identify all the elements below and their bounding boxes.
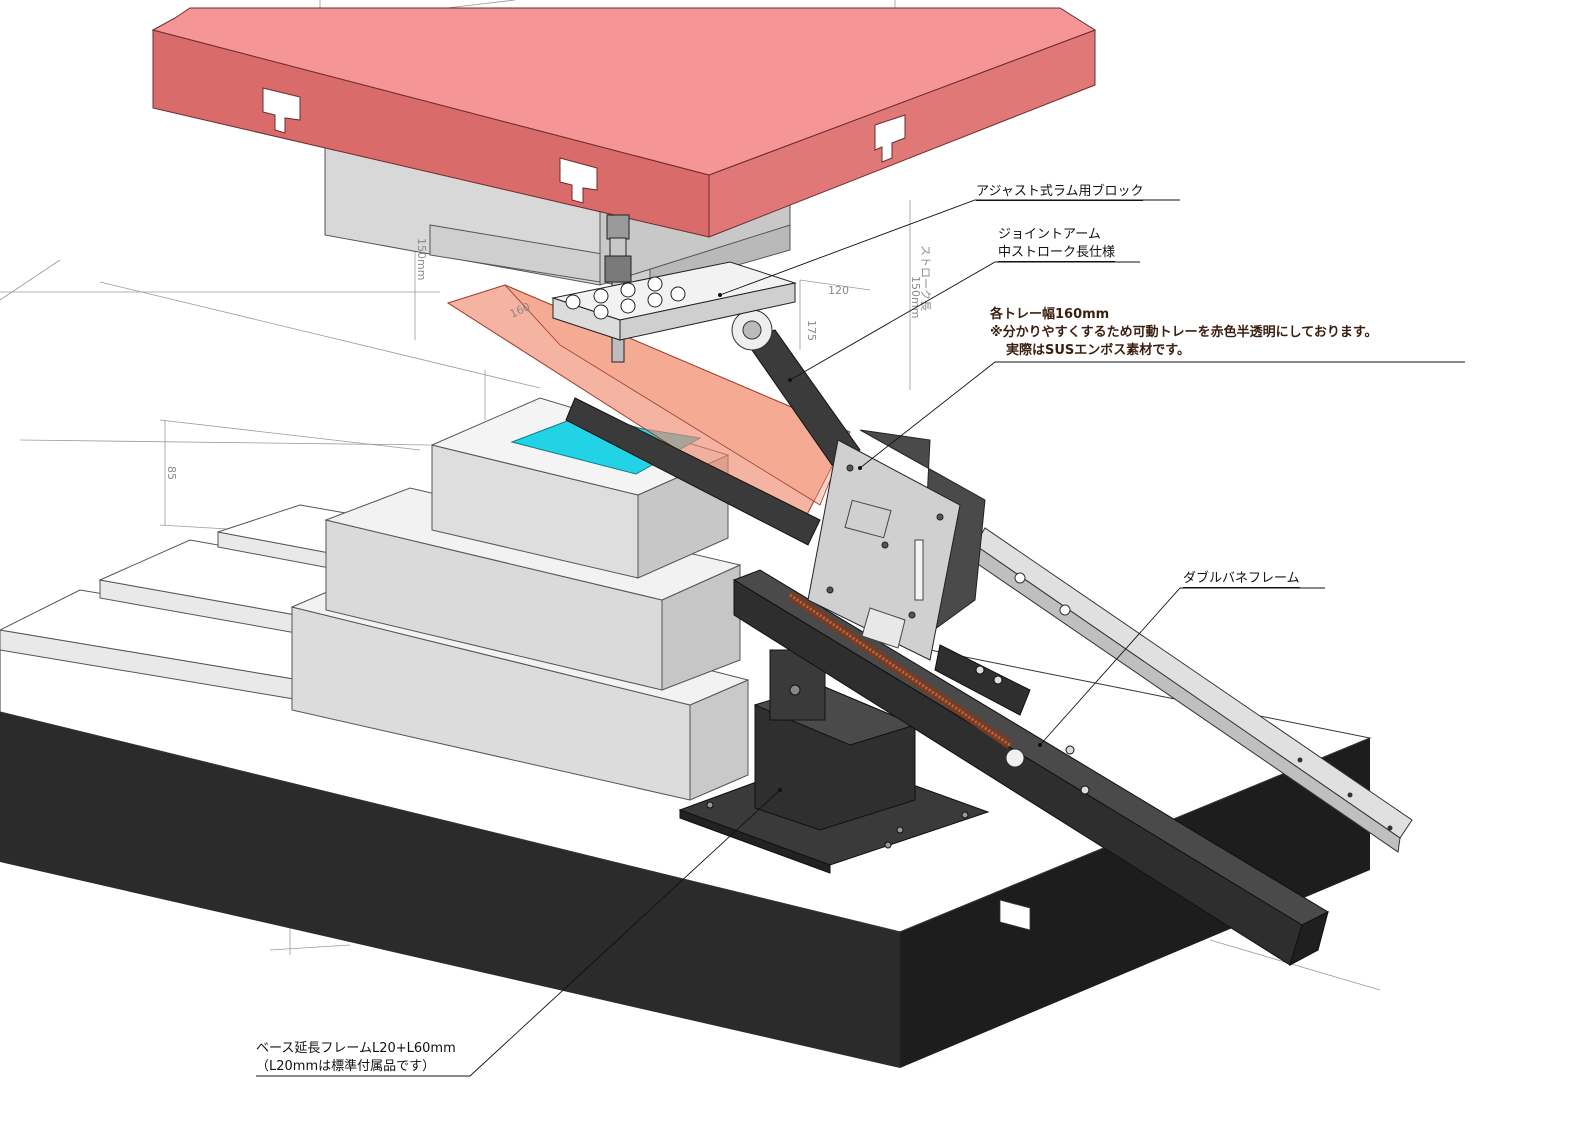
joint-arm [731,309,861,466]
dim-stroke-right: ストローク長 [919,245,932,311]
dim-175: 175 [805,320,818,341]
dimension-lines [0,0,1381,991]
callout-base-frame-line2: （L20mmは標準付属品です） [256,1059,436,1074]
mechanism-plate [807,429,986,661]
dim-stroke-right-val: 150mm [909,276,922,318]
dim-85: 85 [165,466,178,480]
callout-tray: 各トレー幅160mm ※分かりやすくするため可動トレーを赤色半透明にしております… [990,306,1378,360]
dim-stroke-left: 150mm [415,238,428,280]
callout-joint-arm-line1: ジョイントアーム [998,227,1101,242]
callout-joint-arm-line2: 中ストローク長仕様 [998,245,1116,262]
callout-base-extension-frame: ベース延長フレームL20+L60mm （L20mmは標準付属品です） [256,1040,456,1076]
callout-adjust-ram-block-text: アジャスト式ラム用ブロック [976,184,1144,201]
press-ram [151,7,1097,291]
callout-joint-arm: ジョイントアーム 中ストローク長仕様 [998,226,1116,262]
dim-120: 120 [828,284,849,297]
callout-tray-note2: 実際はSUSエンボス素材です。 [1006,343,1190,358]
callout-double-spring-frame-text: ダブルバネフレーム [1183,571,1300,588]
die-plates [0,504,502,701]
callout-adjust-ram-block: アジャスト式ラム用ブロック [976,183,1144,201]
double-spring-frame [732,569,1330,967]
die-blocks [290,397,750,801]
callout-double-spring-frame: ダブルバネフレーム [1183,570,1300,588]
callout-tray-note1: ※分かりやすくするため可動トレーを赤色半透明にしております。 [990,325,1378,340]
adjust-ram-block [551,214,797,363]
movable-tray [446,284,851,546]
callout-tray-width: 各トレー幅160mm [990,307,1110,322]
base-extension-frame [678,649,990,874]
leader-lines [256,199,1465,1077]
callout-base-frame-line1: ベース延長フレームL20+L60mm [256,1041,456,1056]
slide-rail [971,527,1413,853]
